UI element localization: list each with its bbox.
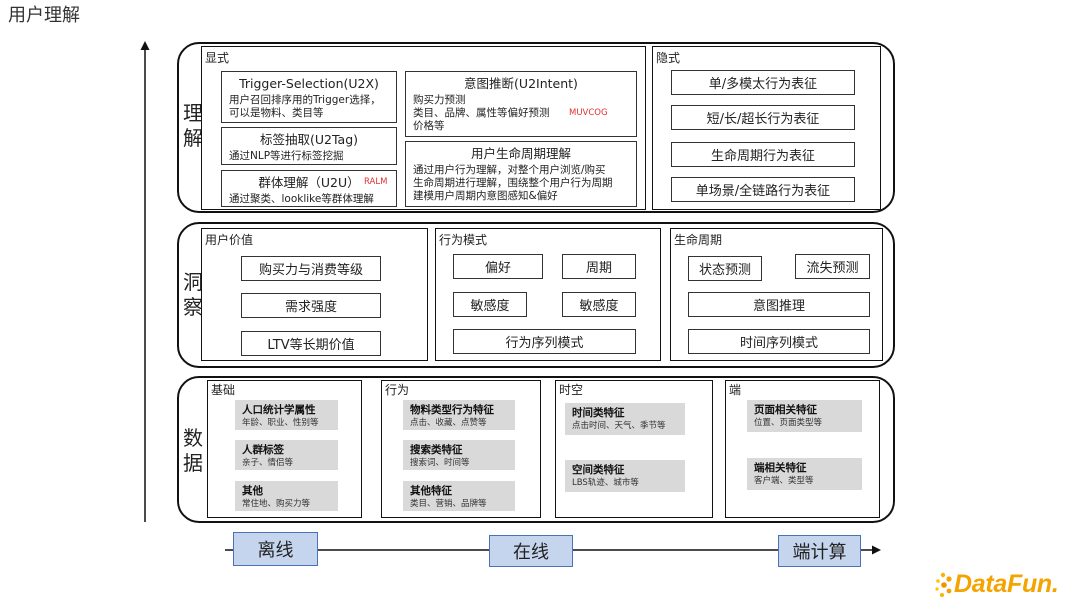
feature-desc: 点击时间、天气、季节等	[572, 421, 666, 431]
feature-card: 其他特征 类目、营销、品牌等	[403, 481, 515, 511]
feature-title: 人口统计学属性	[242, 404, 316, 416]
feature-desc: 搜索词、时间等	[410, 458, 470, 468]
page-title: 用户理解	[8, 5, 80, 26]
feature-title: 物料类型行为特征	[410, 404, 494, 416]
feature-desc: 常住地、购买力等	[242, 499, 311, 509]
feature-title: 人群标签	[242, 444, 284, 456]
behavior-pattern-item: 偏好	[453, 254, 543, 279]
device-panel-header: 端	[729, 383, 742, 397]
u2u-description: 通过聚类、looklike等群体理解	[222, 193, 396, 206]
spacetime-panel: 时空	[555, 380, 713, 518]
feature-card: 空间类特征 LBS轨迹、城市等	[565, 460, 685, 492]
feature-desc: 客户端、类型等	[754, 476, 814, 486]
user-value-item: 购买力与消费等级	[241, 256, 381, 281]
feature-desc: LBS轨迹、城市等	[572, 478, 639, 488]
u2intent-desc-line: 类目、品牌、属性等偏好预测	[413, 107, 550, 119]
u2intent-desc-line: 价格等	[413, 120, 445, 132]
stage-online: 在线	[489, 535, 573, 567]
u2x-box: Trigger-Selection(U2X) 用户召回排序用的Trigger选择…	[221, 71, 397, 123]
feature-card: 物料类型行为特征 点击、收藏、点赞等	[403, 400, 515, 430]
feature-title: 空间类特征	[572, 464, 625, 476]
feature-desc: 位置、页面类型等	[754, 418, 823, 428]
implicit-item: 单场景/全链路行为表征	[671, 177, 855, 202]
lifecycle-understanding-description: 通过用户行为理解，对整个用户浏览/购买 生命周期进行理解，围绕整个用户行为周期 …	[406, 164, 636, 203]
u2x-description: 用户召回排序用的Trigger选择， 可以是物料、类目等	[222, 94, 396, 120]
feature-card: 搜索类特征 搜索词、时间等	[403, 440, 515, 470]
u2x-desc-line: 可以是物料、类目等	[229, 107, 324, 119]
u2tag-title: 标签抽取(U2Tag)	[259, 132, 359, 147]
feature-title: 其他特征	[410, 485, 452, 497]
u2x-title: Trigger-Selection(U2X)	[239, 76, 379, 91]
u2tag-desc-line: 通过NLP等进行标签挖掘	[229, 150, 344, 162]
u2intent-desc-line: 购买力预测	[413, 94, 466, 106]
lifecycle-desc-line: 生命周期进行理解，围绕整个用户行为周期	[413, 177, 613, 189]
feature-title: 端相关特征	[754, 462, 807, 474]
u2intent-method-tag: MUVCOG	[569, 108, 608, 118]
behavior-pattern-item: 周期	[562, 254, 636, 279]
feature-card: 时间类特征 点击时间、天气、季节等	[565, 403, 685, 435]
behavior-pattern-item: 敏感度	[453, 292, 527, 317]
lifecycle-item: 时间序列模式	[688, 329, 870, 354]
feature-desc: 点击、收藏、点赞等	[410, 418, 487, 428]
u2intent-description: 购买力预测 类目、品牌、属性等偏好预测 价格等	[406, 94, 636, 133]
feature-title: 时间类特征	[572, 407, 625, 419]
u2x-desc-line: 用户召回排序用的Trigger选择，	[229, 94, 381, 106]
stage-edge-computing: 端计算	[778, 535, 861, 567]
basic-panel-header: 基础	[211, 383, 236, 397]
u2tag-box: 标签抽取(U2Tag) 通过NLP等进行标签挖掘	[221, 127, 397, 165]
feature-title: 页面相关特征	[754, 404, 817, 416]
feature-card: 其他 常住地、购买力等	[235, 481, 338, 511]
feature-card: 页面相关特征 位置、页面类型等	[747, 400, 862, 432]
feature-title: 搜索类特征	[410, 444, 463, 456]
horizontal-axis-arrowhead	[872, 545, 881, 555]
u2intent-title: 意图推断(U2Intent)	[464, 76, 578, 91]
insight-row-label: 洞察	[183, 270, 203, 319]
feature-card: 人群标签 亲子、情侣等	[235, 440, 338, 470]
understanding-row-label: 理解	[183, 101, 203, 150]
lifecycle-item: 状态预测	[688, 256, 762, 281]
u2tag-description: 通过NLP等进行标签挖掘	[222, 150, 396, 163]
data-row-label: 数据	[183, 426, 203, 475]
lifecycle-desc-line: 建模用户周期内意图感知&偏好	[413, 190, 558, 202]
lifecycle-item: 意图推理	[688, 292, 870, 317]
lifecycle-panel-header: 生命周期	[674, 233, 723, 247]
behavior-pattern-item: 行为序列模式	[453, 329, 636, 354]
user-value-panel-header: 用户价值	[205, 233, 254, 247]
lifecycle-desc-line: 通过用户行为理解，对整个用户浏览/购买	[413, 164, 606, 176]
lifecycle-understanding-box: 用户生命周期理解 通过用户行为理解，对整个用户浏览/购买 生命周期进行理解，围绕…	[405, 141, 637, 207]
feature-desc: 亲子、情侣等	[242, 458, 294, 468]
u2u-desc-line: 通过聚类、looklike等群体理解	[229, 193, 374, 205]
datafun-logo-text: DataFun.	[954, 570, 1059, 598]
stage-offline: 离线	[233, 532, 318, 566]
feature-desc: 类目、营销、品牌等	[410, 499, 487, 509]
spacetime-panel-header: 时空	[559, 383, 584, 397]
implicit-panel-header: 隐式	[656, 51, 681, 65]
feature-desc: 年龄、职业、性别等	[242, 418, 319, 428]
u2u-box: 群体理解（U2U） RALM 通过聚类、looklike等群体理解	[221, 170, 397, 207]
implicit-item: 单/多模太行为表征	[671, 70, 855, 95]
feature-card: 端相关特征 客户端、类型等	[747, 458, 862, 490]
behavior-pattern-item: 敏感度	[562, 292, 636, 317]
behavior-pattern-panel-header: 行为模式	[439, 233, 488, 247]
user-value-item: LTV等长期价值	[241, 331, 381, 356]
u2u-title: 群体理解（U2U）	[258, 175, 360, 190]
u2intent-box: 意图推断(U2Intent) MUVCOG 购买力预测 类目、品牌、属性等偏好预…	[405, 71, 637, 137]
implicit-item: 生命周期行为表征	[671, 142, 855, 167]
feature-title: 其他	[242, 485, 263, 497]
explicit-panel-header: 显式	[205, 51, 230, 65]
implicit-item: 短/长/超长行为表征	[671, 105, 855, 130]
datafun-dots-icon	[935, 572, 952, 597]
lifecycle-understanding-title: 用户生命周期理解	[470, 146, 571, 161]
feature-card: 人口统计学属性 年龄、职业、性别等	[235, 400, 338, 430]
behavior-panel-header: 行为	[385, 383, 410, 397]
u2u-method-tag: RALM	[364, 177, 388, 187]
lifecycle-item: 流失预测	[795, 254, 870, 279]
user-value-item: 需求强度	[241, 293, 381, 318]
vertical-axis-arrowhead	[140, 41, 150, 50]
